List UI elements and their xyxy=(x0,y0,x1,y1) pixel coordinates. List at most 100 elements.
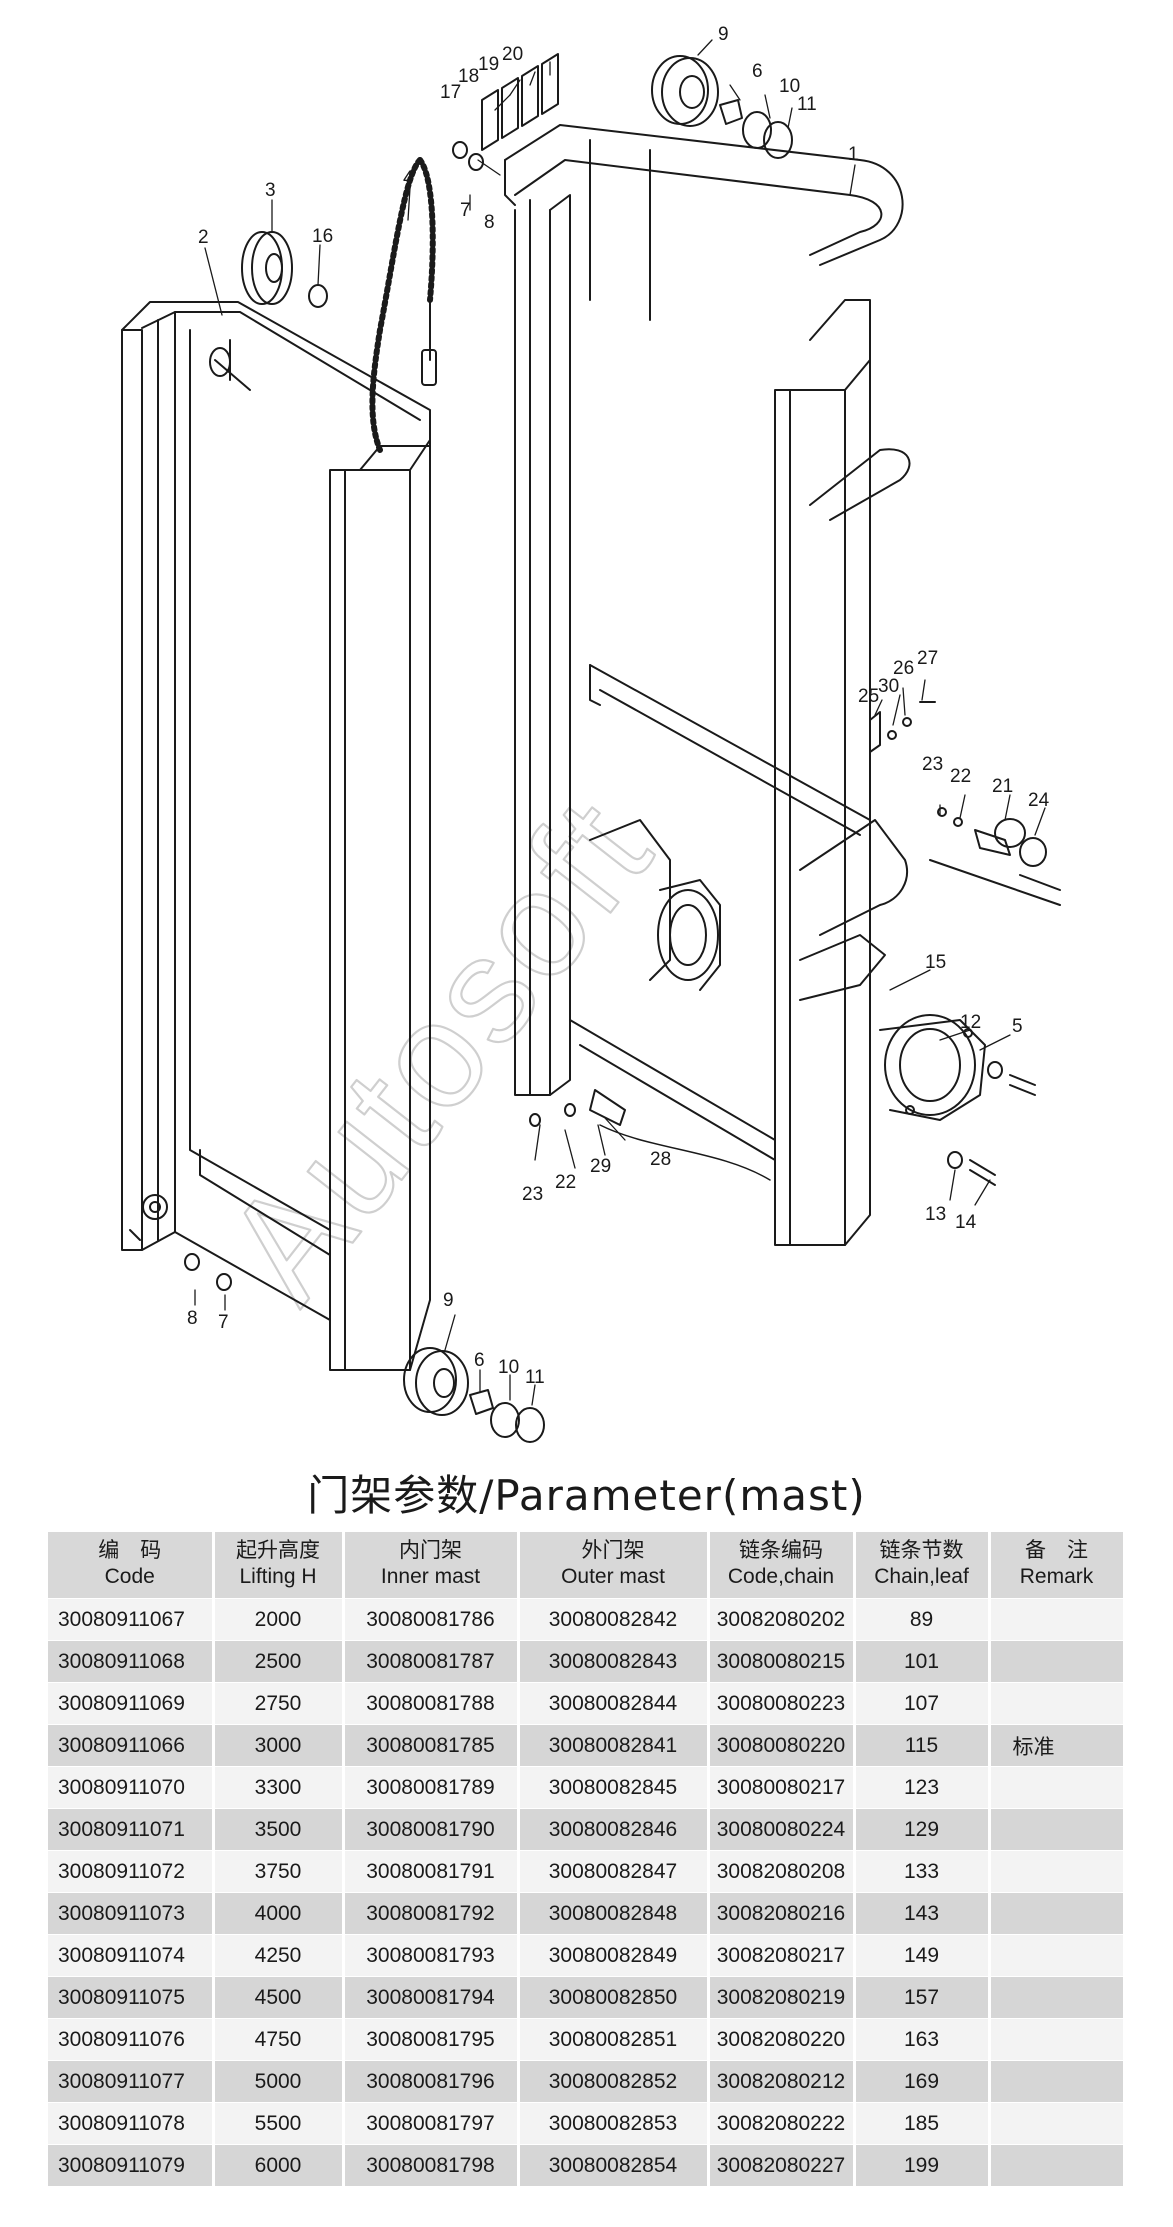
callout-4: 4 xyxy=(403,168,414,189)
cell-chain-leaf: 163 xyxy=(854,2018,991,2061)
callout-5: 5 xyxy=(1012,1016,1023,1037)
cell-code: 30080911069 xyxy=(48,1682,215,1725)
header-chain-code-cn: 链条编码 xyxy=(739,1539,823,1562)
cell-code: 30080911079 xyxy=(48,2144,215,2186)
cell-code: 30080911066 xyxy=(48,1724,215,1767)
cell-chain-code: 30082080219 xyxy=(708,1976,856,2019)
callout-1: 1 xyxy=(848,144,859,165)
header-lifting-height-cn: 起升高度 xyxy=(236,1539,320,1562)
cell-chain-leaf: 89 xyxy=(854,1598,991,1641)
header-remark-cn: 备 注 xyxy=(1025,1539,1088,1562)
cell-chain-leaf: 133 xyxy=(854,1850,991,1893)
cell-lifting-height: 3300 xyxy=(213,1766,345,1809)
cell-code: 30080911074 xyxy=(48,1934,215,1977)
chain-part-4 xyxy=(369,157,437,453)
header-code-cn: 编 码 xyxy=(98,1539,162,1562)
header-lifting-height-en: Lifting H xyxy=(239,1565,317,1588)
cell-lifting-height: 3750 xyxy=(213,1850,345,1893)
callout-10a: 10 xyxy=(779,76,800,97)
callout-22b: 22 xyxy=(555,1172,576,1193)
cell-chain-code: 30080080220 xyxy=(708,1724,856,1767)
inner-mast xyxy=(121,301,431,1371)
cell-remark xyxy=(989,1934,1126,1977)
cell-chain-code: 30082080208 xyxy=(708,1850,856,1893)
cell-code: 30080911078 xyxy=(48,2102,215,2145)
cell-outer-mast: 30080082842 xyxy=(518,1598,710,1641)
cell-chain-code: 30080080224 xyxy=(708,1808,856,1851)
header-inner-mast: 内门架 Inner mast xyxy=(343,1532,520,1599)
bolts-13-14 xyxy=(529,1061,1036,1186)
cell-outer-mast: 30080082850 xyxy=(518,1976,710,2019)
mast-diagram-svg: Autosoft xyxy=(121,24,1061,1443)
callout-27: 27 xyxy=(917,648,938,669)
cell-outer-mast: 30080082841 xyxy=(518,1724,710,1767)
cell-chain-code: 30082080217 xyxy=(708,1934,856,1977)
stop-assembly-parts xyxy=(869,701,1061,906)
cell-chain-leaf: 169 xyxy=(854,2060,991,2103)
cell-lifting-height: 4500 xyxy=(213,1976,345,2019)
callout-17: 17 xyxy=(440,82,461,103)
callout-7b: 7 xyxy=(218,1312,229,1333)
table-title: 门架参数/Parameter(mast) xyxy=(307,1471,866,1520)
callout-21: 21 xyxy=(992,776,1013,797)
header-code: 编 码 Code xyxy=(48,1532,215,1599)
cell-outer-mast: 30080082846 xyxy=(518,1808,710,1851)
cell-outer-mast: 30080082848 xyxy=(518,1892,710,1935)
cell-remark xyxy=(989,1640,1126,1683)
cell-inner-mast: 30080081791 xyxy=(343,1850,520,1893)
cell-remark xyxy=(989,1808,1126,1851)
cell-remark xyxy=(989,2144,1126,2186)
callout-23a: 23 xyxy=(922,754,943,775)
cell-chain-code: 30082080212 xyxy=(708,2060,856,2103)
header-lifting-height: 起升高度 Lifting H xyxy=(213,1532,345,1599)
cell-inner-mast: 30080081795 xyxy=(343,2018,520,2061)
cell-outer-mast: 30080082845 xyxy=(518,1766,710,1809)
callout-10b: 10 xyxy=(498,1357,519,1378)
cell-chain-leaf: 123 xyxy=(854,1766,991,1809)
cell-chain-code: 30082080220 xyxy=(708,2018,856,2061)
cell-chain-leaf: 129 xyxy=(854,1808,991,1851)
cell-code: 30080911075 xyxy=(48,1976,215,2019)
callout-12: 12 xyxy=(960,1012,981,1033)
cell-chain-leaf: 107 xyxy=(854,1682,991,1725)
callout-20: 20 xyxy=(502,44,523,65)
cell-chain-code: 30082080202 xyxy=(708,1598,856,1641)
cell-code: 30080911076 xyxy=(48,2018,215,2061)
cell-code: 30080911072 xyxy=(48,1850,215,1893)
sheave-part-3 xyxy=(241,231,328,308)
header-inner-mast-en: Inner mast xyxy=(380,1565,481,1588)
cell-remark xyxy=(989,1976,1126,2019)
cell-outer-mast: 30080082849 xyxy=(518,1934,710,1977)
cell-lifting-height: 5500 xyxy=(213,2102,345,2145)
cell-chain-leaf: 101 xyxy=(854,1640,991,1683)
cell-inner-mast: 30080081786 xyxy=(343,1598,520,1641)
cell-remark xyxy=(989,2018,1126,2061)
cell-remark xyxy=(989,1892,1126,1935)
callout-28: 28 xyxy=(650,1149,671,1170)
cell-code: 30080911077 xyxy=(48,2060,215,2103)
callout-24: 24 xyxy=(1028,790,1050,811)
cell-remark xyxy=(989,2060,1126,2103)
cell-chain-code: 30080080223 xyxy=(708,1682,856,1725)
cell-outer-mast: 30080082852 xyxy=(518,2060,710,2103)
header-outer-mast-cn: 外门架 xyxy=(581,1539,645,1562)
cell-code: 30080911068 xyxy=(48,1640,215,1683)
header-inner-mast-cn: 内门架 xyxy=(399,1539,462,1562)
callout-18: 18 xyxy=(458,66,479,87)
cell-outer-mast: 30080082843 xyxy=(518,1640,710,1683)
header-code-en: Code xyxy=(104,1565,155,1588)
callout-29: 29 xyxy=(590,1156,611,1177)
cell-remark xyxy=(989,1850,1126,1893)
cell-inner-mast: 30080081798 xyxy=(343,2144,520,2186)
cell-inner-mast: 30080081785 xyxy=(343,1724,520,1767)
